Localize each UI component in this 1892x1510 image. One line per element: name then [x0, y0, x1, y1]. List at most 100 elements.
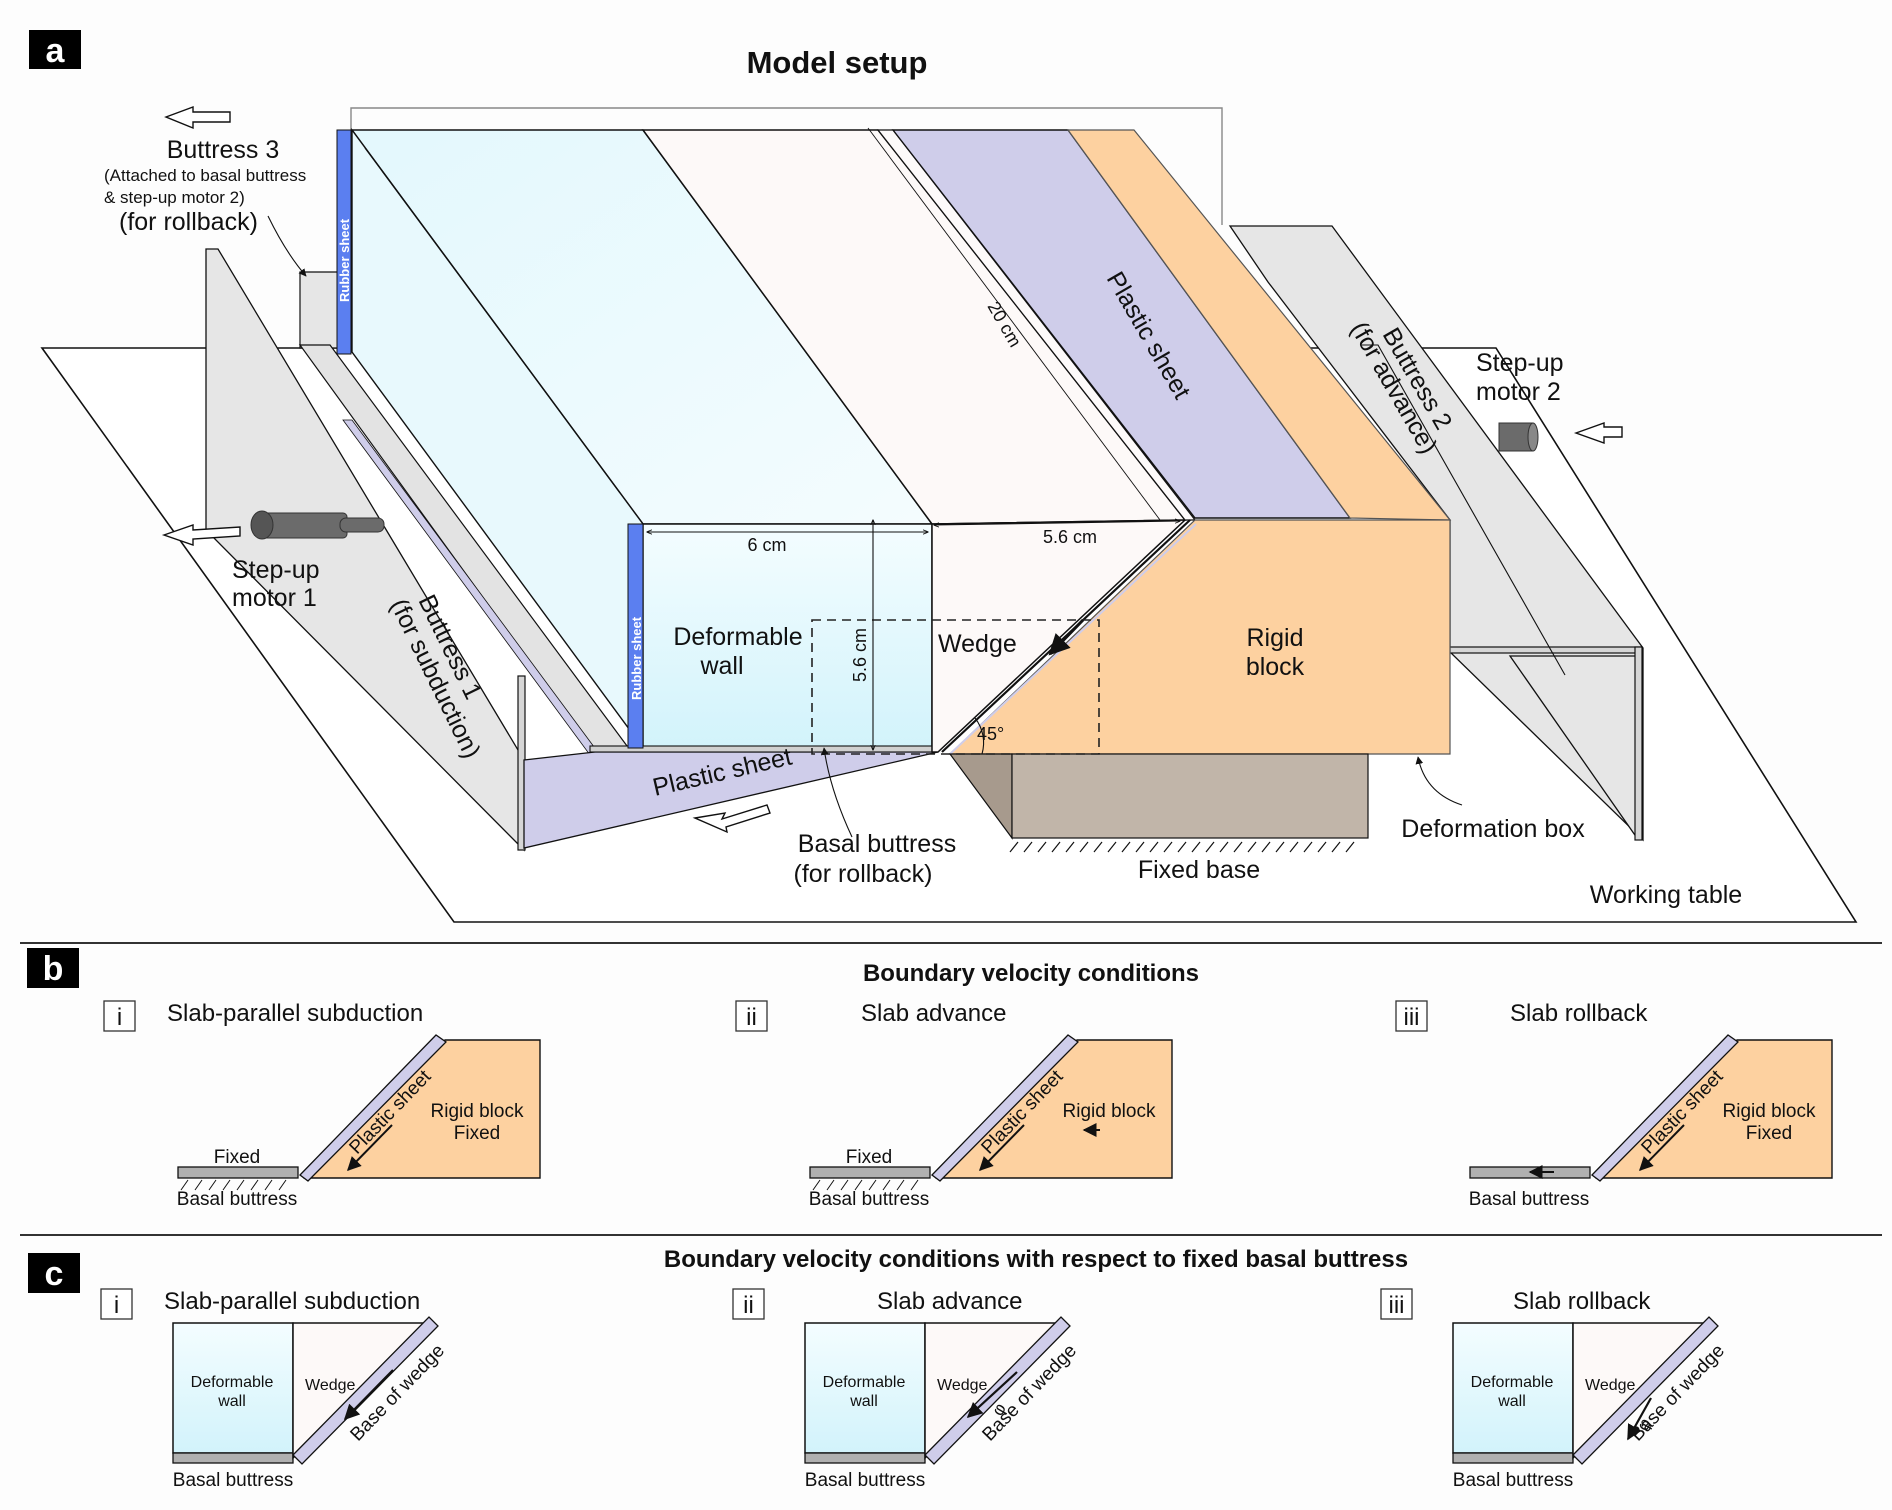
wedge-label: Wedge [937, 1377, 988, 1394]
deformable-wall [172, 1322, 294, 1454]
hatch-mark [1275, 841, 1285, 853]
hatch-mark [180, 1179, 189, 1191]
case-title: Slab-parallel subduction [167, 1000, 423, 1027]
fixed-base-hatch [1009, 841, 1355, 853]
case-numeral-box [103, 1000, 136, 1032]
sheet-slip-arrow [347, 1124, 393, 1172]
hatch-mark [1303, 841, 1313, 853]
case-numeral: ii [746, 1004, 757, 1031]
case-numeral-box [1380, 1288, 1413, 1320]
hatch-mark [840, 1179, 849, 1191]
slip-arrow [343, 1369, 394, 1421]
panel-b-letter-box [27, 948, 79, 988]
sheet-slip-arrow [979, 1124, 1025, 1172]
step-up-motor-2-label-2: motor 2 [1476, 378, 1561, 406]
panel-c: c Boundary velocity conditions with resp… [28, 1246, 1729, 1491]
wall-side-edge [364, 147, 621, 494]
case-numeral-box [1395, 1000, 1428, 1032]
hatch-mark [1289, 841, 1299, 853]
step-up-motor-1-label-2: motor 1 [232, 584, 317, 612]
basal-buttress-label: Basal buttress [805, 1470, 925, 1491]
hatch-mark [194, 1179, 203, 1191]
hatch-mark [1149, 841, 1159, 853]
panel-c-title: Boundary velocity conditions with respec… [664, 1246, 1408, 1273]
hatch-mark [854, 1179, 863, 1191]
angle-arc [974, 717, 985, 755]
hatch-mark [1261, 841, 1271, 853]
basal-buttress [177, 1166, 299, 1179]
deformable-wall-label-1: Deformable [823, 1374, 906, 1391]
deformable-wall-label-2: wall [217, 1393, 246, 1410]
deformation-box-leader [1415, 756, 1463, 806]
case-numeral-box [732, 1288, 765, 1320]
deformable-wall-label-2: wall [849, 1393, 878, 1410]
case-numeral: iii [1389, 1292, 1405, 1319]
buttress-3-note-2: & step-up motor 2) [104, 188, 245, 207]
sheet-slip-arrow [1639, 1124, 1685, 1172]
basal-buttress-label: Basal buttress [177, 1189, 297, 1210]
slip-arrow [1627, 1397, 1652, 1441]
case-numeral: i [117, 1004, 122, 1031]
buttress-2-post [1634, 646, 1643, 841]
rubber-sheet-top-label: Rubber sheet [337, 218, 352, 302]
rigid-block-state: Fixed [1746, 1123, 1792, 1144]
rigid-block-front [948, 519, 1451, 755]
deformation-box-label: Deformation box [1401, 815, 1585, 843]
plastic-sheet [299, 1034, 448, 1182]
buttress-3-note-3: (for rollback) [119, 208, 258, 236]
rigid-block-label: Rigid block [431, 1101, 524, 1122]
base-of-wedge-strip [1572, 1316, 1719, 1465]
hatch-mark [868, 1179, 877, 1191]
hatch-mark [236, 1179, 245, 1191]
basal-buttress-label: Basal buttress [809, 1189, 929, 1210]
buttress-3 [299, 271, 339, 349]
panel-c-letter: c [45, 1255, 64, 1293]
deformable-wall [1452, 1322, 1574, 1454]
deformable-wall-label-2: wall [1497, 1393, 1526, 1410]
plastic-sheet-arrow-icon [692, 804, 771, 834]
buttress-2-edge [1362, 344, 1566, 676]
panel-a-title: Model setup [747, 45, 928, 80]
hatch-mark [882, 1179, 891, 1191]
step-up-motor-1-label-1: Step-up [232, 556, 320, 584]
step-up-motor-2-label-1: Step-up [1476, 349, 1564, 377]
rubber-sheet-top [336, 129, 352, 355]
frame-outline [350, 107, 1223, 225]
case-title: Slab rollback [1513, 1288, 1651, 1315]
case-title: Slab advance [877, 1288, 1022, 1315]
dim-6cm-label: 6 cm [747, 535, 786, 555]
fixed-base [1011, 753, 1369, 839]
hatch-mark [1065, 841, 1075, 853]
hatch-mark [250, 1179, 259, 1191]
inset-region-box [811, 619, 1100, 755]
case-numeral-box [735, 1000, 768, 1032]
case-numeral-box [100, 1288, 133, 1320]
hatch-mark [208, 1179, 217, 1191]
rubber-sheet-front [627, 523, 644, 749]
buttress-3-arrow-icon [164, 105, 231, 130]
basal-buttress-label: Basal buttress [1469, 1189, 1589, 1210]
hatch-mark [1093, 841, 1103, 853]
hatch-mark [1247, 841, 1257, 853]
basal-buttress-label-2: (for rollback) [794, 860, 933, 888]
hatch-mark [1233, 841, 1243, 853]
motor-1-arrow-icon [161, 524, 241, 546]
case-numeral: iii [1404, 1004, 1420, 1031]
basal-state-label: Fixed [214, 1147, 260, 1168]
case-title: Slab-parallel subduction [164, 1288, 420, 1315]
wedge-label: Wedge [305, 1377, 356, 1394]
fixed-base-label: Fixed base [1138, 856, 1260, 884]
panel-a: a Model setup Rubber sheet [29, 30, 1858, 923]
dim-5.6cm-top-label: 5.6 cm [1043, 527, 1097, 547]
panel-b-letter: b [43, 950, 64, 988]
panel-a-letter-box [29, 30, 81, 69]
case-numeral: ii [743, 1292, 754, 1319]
basal-buttress [172, 1452, 294, 1464]
wedge-label: Wedge [938, 630, 1017, 658]
hatch-mark [1107, 841, 1117, 853]
rigid-block-label-1: Rigid [1247, 624, 1304, 652]
hatch-mark [1163, 841, 1173, 853]
